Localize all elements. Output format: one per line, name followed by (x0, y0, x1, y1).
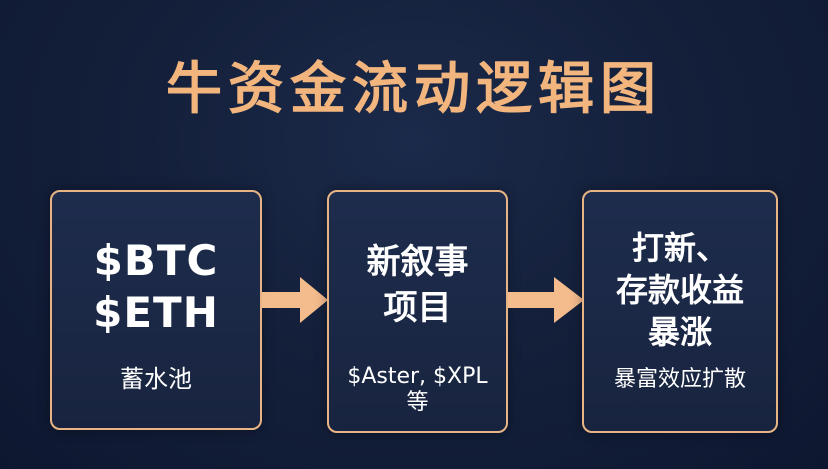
box-caption: 等 (406, 390, 429, 415)
box-main-line: 项目 (383, 288, 452, 328)
arrow-right-icon (508, 277, 584, 323)
flow-box-new-narrative: 新叙事 项目 $Aster, $XPL 等 (327, 190, 508, 433)
box-main-line: 暴涨 (647, 313, 712, 351)
box-main-line: $BTC (93, 236, 219, 285)
box-caption: 蓄水池 (120, 365, 192, 393)
box-main-line: 存款收益 (615, 271, 744, 309)
flow-box-yield-boom: 打新、 存款收益 暴涨 暴富效应扩散 (582, 190, 778, 433)
flow-box-reservoir: $BTC $ETH 蓄水池 (50, 190, 262, 430)
box-caption: 暴富效应扩散 (613, 367, 746, 392)
arrow-right-icon (262, 277, 328, 323)
box-main-line: $ETH (93, 288, 219, 337)
box-main-line: 打新、 (631, 229, 728, 267)
box-caption: $Aster, $XPL (347, 364, 488, 389)
box-main-line: 新叙事 (366, 242, 469, 282)
page-title: 牛资金流动逻辑图 (166, 57, 662, 122)
